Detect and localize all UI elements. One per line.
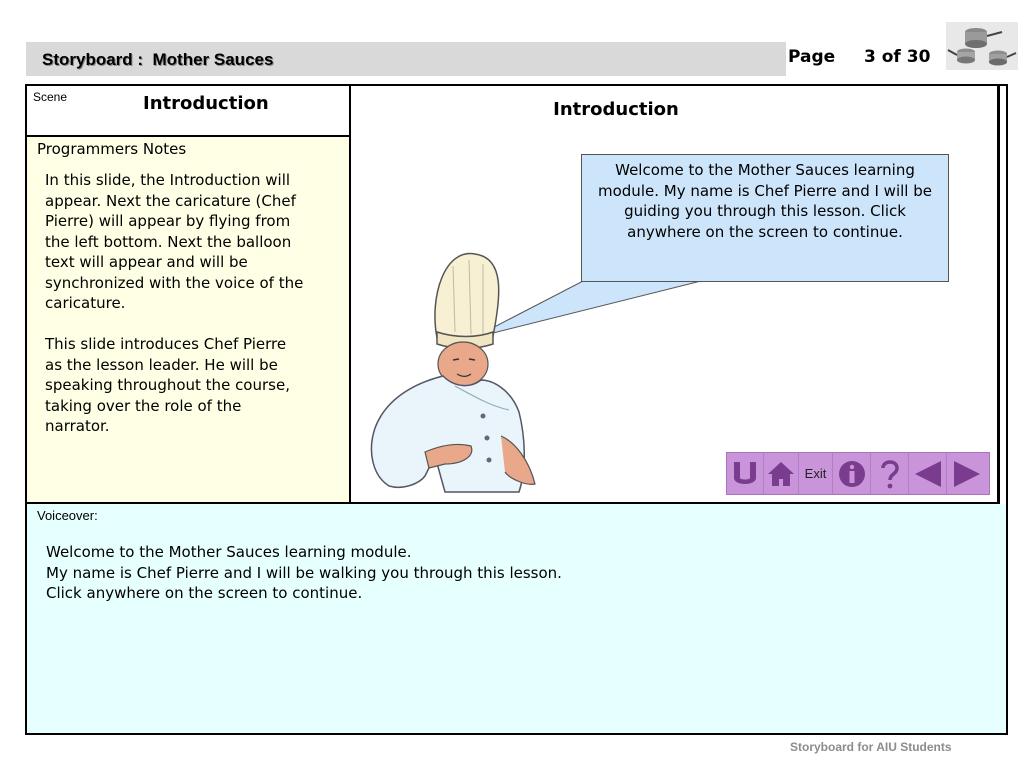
forward-arrow-icon (954, 460, 980, 487)
home-icon (768, 461, 794, 486)
slide-title: Introduction (553, 99, 679, 120)
info-icon (838, 460, 865, 487)
back-arrow-icon (914, 460, 941, 487)
undo-icon (734, 461, 756, 484)
voiceover-label: Voiceover: (37, 508, 98, 523)
exit-button[interactable]: Exit (799, 453, 833, 494)
footer-text: Storyboard for AIU Students (790, 740, 952, 754)
undo-button[interactable] (727, 453, 764, 494)
scene-cell: Scene Introduction (27, 86, 351, 137)
voiceover-line: My name is Chef Pierre and I will be wal… (46, 563, 562, 582)
voiceover-panel: Voiceover: Welcome to the Mother Sauces … (27, 504, 1006, 733)
chef-pierre-image (370, 252, 536, 493)
notes-label: Programmers Notes (37, 140, 187, 158)
back-button[interactable] (909, 453, 947, 494)
slide-preview: Introduction Welcome to the Mother Sauce… (351, 86, 1000, 504)
programmers-notes-panel: Programmers Notes In this slide, the Int… (27, 137, 351, 504)
voiceover-line: Welcome to the Mother Sauces learning mo… (46, 543, 412, 561)
cooking-pots-image (946, 22, 1018, 70)
speech-bubble: Welcome to the Mother Sauces learning mo… (581, 154, 949, 282)
notes-paragraph: In this slide, the Introduction will app… (45, 171, 304, 312)
notes-paragraph: This slide introduces Chef Pierre as the… (45, 335, 290, 435)
storyboard-title: Storyboard : Mother Sauces (42, 50, 274, 69)
navigation-bar: Exit (726, 452, 990, 495)
help-icon (880, 459, 899, 488)
scene-label: Scene (33, 90, 68, 104)
storyboard-frame: Scene Introduction Programmers Notes In … (25, 84, 1008, 735)
title-bar: Storyboard : Mother Sauces (26, 42, 786, 76)
notes-body: In this slide, the Introduction will app… (45, 170, 307, 437)
voiceover-line: Click anywhere on the screen to continue… (46, 584, 363, 602)
voiceover-text: Welcome to the Mother Sauces learning mo… (46, 542, 562, 604)
help-button[interactable] (871, 453, 909, 494)
scene-title: Introduction (143, 93, 269, 114)
page-count: 3 of 30 (864, 47, 931, 67)
page-label: Page (788, 47, 836, 67)
home-button[interactable] (764, 453, 799, 494)
forward-button[interactable] (947, 453, 987, 494)
exit-label: Exit (804, 466, 827, 481)
info-button[interactable] (833, 453, 871, 494)
